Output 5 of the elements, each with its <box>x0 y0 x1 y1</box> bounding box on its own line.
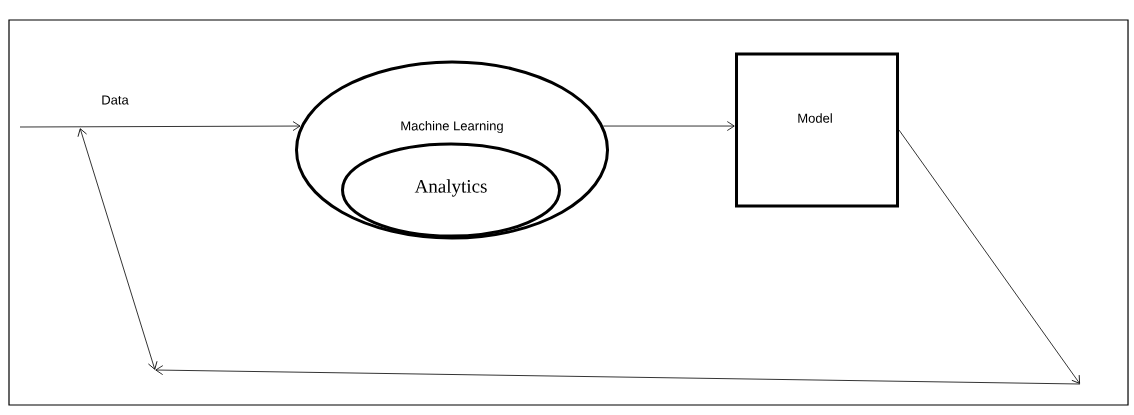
arrow <box>19 121 301 131</box>
arrow <box>898 129 1080 384</box>
arrow <box>602 121 735 131</box>
edge-label: Data <box>100 94 130 106</box>
process-box: Model <box>735 52 899 208</box>
